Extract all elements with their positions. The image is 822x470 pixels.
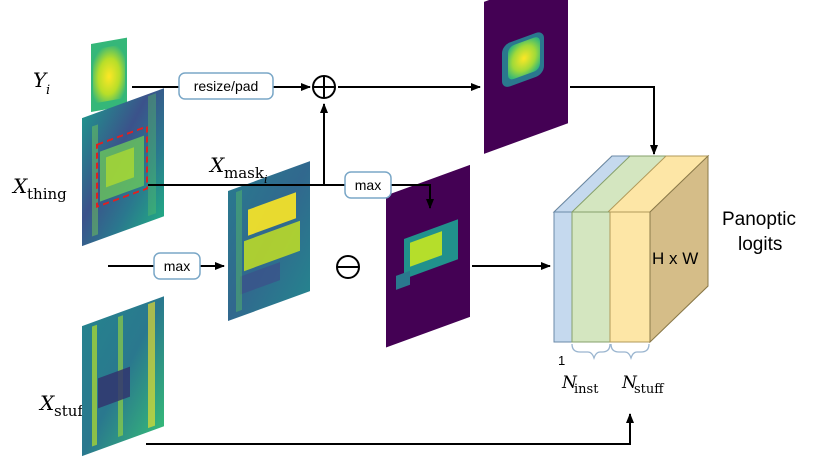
svg-text:logits: logits [738,234,782,255]
one-channel-label: 1 [558,353,565,368]
panoptic-logits-title: Panoptic logits [722,209,796,255]
svg-text:max: max [164,258,190,274]
minus-operator-icon [336,255,360,279]
svg-text:N: N [621,373,638,393]
channel-braces [571,343,650,361]
svg-text:X: X [208,153,225,177]
masked-max-map [386,164,470,348]
max-thing-map [228,161,310,322]
arrow-fused-to-logits [570,86,658,155]
svg-text:mask: mask [224,164,265,182]
svg-text:Y: Y [33,68,48,92]
max-op-left: max [153,252,201,280]
svg-text:i: i [264,173,268,186]
x-thing-map [82,88,164,247]
x-stuff-label: X stuff [38,391,89,420]
svg-text:N: N [561,373,578,393]
svg-text:resize/pad: resize/pad [194,78,259,94]
y-i-label: Y i [33,68,50,98]
svg-text:stuff: stuff [634,382,665,397]
svg-text:i: i [46,83,50,98]
svg-text:stuff: stuff [54,402,89,420]
x-thing-label: X thing [11,174,67,203]
x-mask-label: X mask i [208,153,268,186]
max-op-top: max [344,171,392,199]
svg-text:max: max [355,177,381,193]
plus-operator-icon [312,75,336,99]
y-i-map [91,37,127,112]
svg-text:inst: inst [574,382,599,397]
n-inst-label: N inst [561,373,599,397]
svg-text:X: X [38,391,55,415]
resize-pad-op: resize/pad [178,72,274,100]
fused-mask-map [484,0,568,154]
n-stuff-label: N stuff [621,373,665,397]
svg-text:X: X [11,174,28,198]
mask-region-box [96,125,148,209]
arrow-stuff-to-logits [146,413,634,445]
logits-dims: H x W [652,249,698,268]
panoptic-logits-block: H x W [552,154,710,344]
svg-text:thing: thing [27,185,67,203]
svg-text:Panoptic: Panoptic [722,209,796,230]
x-stuff-map [82,296,164,457]
